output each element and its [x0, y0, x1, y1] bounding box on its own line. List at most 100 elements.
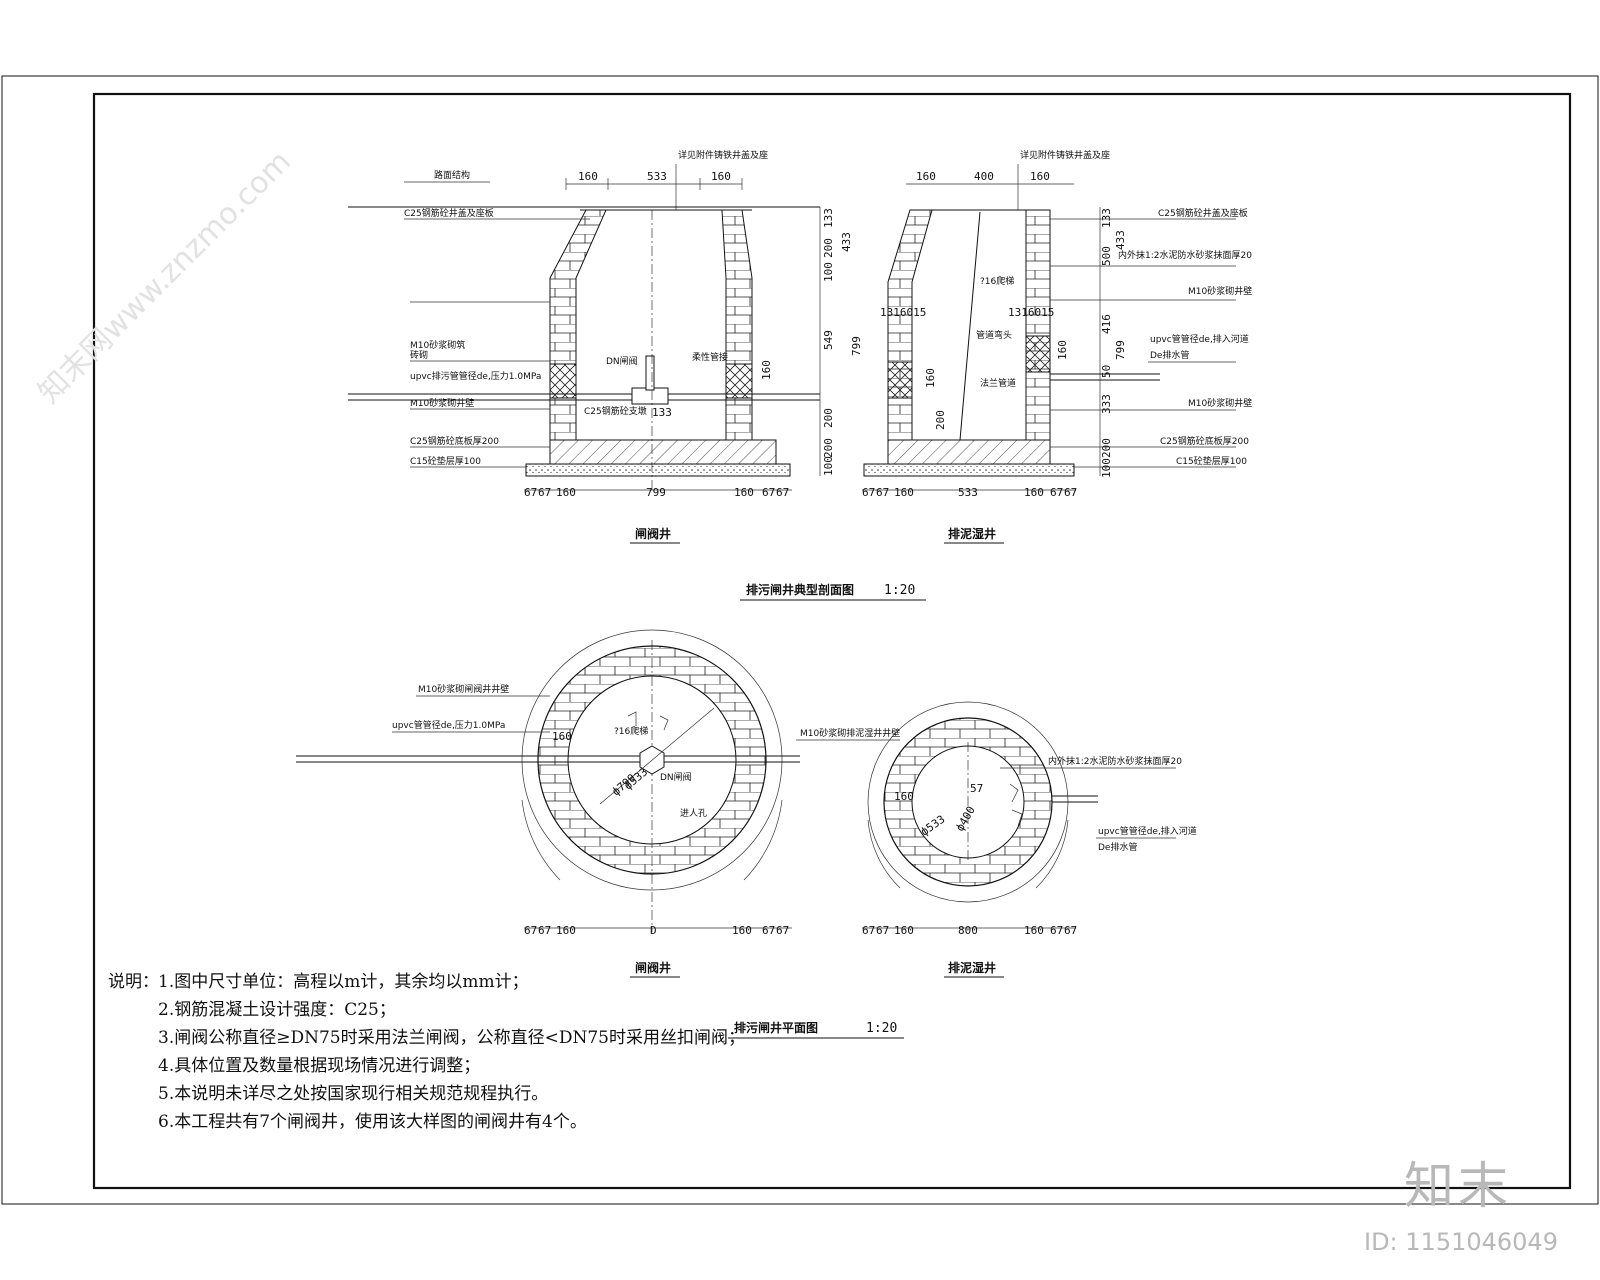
sec-mw-bdim-5: 160	[1024, 486, 1044, 499]
sec-mw-top-dim-2: 400	[974, 170, 994, 183]
plan-vw-bdim-2: 67	[538, 924, 551, 937]
sec-vw-top-dim-3: 160	[711, 170, 731, 183]
sec-mw-top-dim-3: 160	[1030, 170, 1050, 183]
sec-vw-c25-support: C25钢筋砼支墩	[584, 405, 647, 417]
sec-mw-vdim-799: 799	[1114, 340, 1127, 360]
plan-vw-caption: 闸阀井	[635, 960, 671, 975]
sec-vw-bdim-4: 799	[646, 486, 666, 499]
plan-vw-entry: 进人孔	[680, 808, 707, 819]
plan-mw-dim-57: 57	[970, 782, 983, 795]
sec-vw-vdim-200b: 200	[822, 408, 835, 428]
sec-vw-c15: C15砼垫层厚100	[410, 455, 481, 467]
plan-scale: 1:20	[866, 1021, 897, 1036]
section-title: 排污闸井典型剖面图	[746, 582, 854, 597]
sec-vw-bdim-6: 67	[762, 486, 775, 499]
plan-mud-well: M10砂浆砌排泥湿井井壁 内外抹1:2水泥防水砂浆抹面厚20 upvc管管径de…	[796, 701, 1197, 978]
plan-mw-dim-160: 160	[894, 790, 914, 803]
sec-mw-center-a: 管道弯头	[976, 329, 1012, 341]
sec-vw-vdim-200: 200	[822, 238, 835, 258]
note-item-5: 5.本说明未详尽之处按国家现行相关规范规程执行。	[158, 1084, 549, 1104]
sec-mw-center-b: 法兰管道	[980, 377, 1016, 389]
section-scale: 1:20	[884, 583, 915, 598]
plan-mw-bdim-2: 67	[876, 924, 889, 937]
plan-mw-bdim-1: 67	[862, 924, 875, 937]
sec-vw-top-dim-1: 160	[578, 170, 598, 183]
section-valve-well: 160 533 160 详见附件铸铁井盖及座 160 133 133 200 4…	[348, 149, 863, 544]
plan-mw-bdim-3: 160	[894, 924, 914, 937]
sec-vw-road: 路面结构	[434, 169, 470, 181]
sec-mw-bdim-1: 67	[862, 486, 875, 499]
plan-vw-dim-160: 160	[552, 730, 572, 743]
plan-vw-m10: M10砂浆砌闸阀井井壁	[418, 683, 509, 695]
plan-mw-pipe: upvc管管径de,排入河道	[1098, 825, 1197, 837]
sec-mw-bdim-3: 160	[894, 486, 914, 499]
plan-vw-bdim-7: 67	[776, 924, 789, 937]
sec-vw-flex: 柔性管接	[692, 351, 728, 363]
sec-mw-pipe: upvc管管径de,排入河道	[1150, 333, 1249, 345]
sec-vw-sub-133: 133	[652, 406, 672, 419]
notes-block: 说明： 1.图中尺寸单位：高程以m计，其余均以mm计； 2.钢筋混凝土设计强度：…	[108, 968, 828, 1136]
sec-mw-bdim-7: 67	[1064, 486, 1077, 499]
plan-vw-dn: DN闸阀	[660, 772, 692, 783]
sec-vw-c25-top: C25钢筋砼井盖及座板	[404, 207, 494, 219]
sec-vw-caption: 闸阀井	[635, 526, 671, 541]
plan-vw-bdim-1: 67	[524, 924, 537, 937]
sec-vw-vdim-100: 100	[822, 262, 835, 282]
note-item-2: 2.钢筋混凝土设计强度：C25；	[158, 1000, 396, 1020]
plan-mw-bdim-4: 800	[958, 924, 978, 937]
plan-vw-bdim-6: 67	[762, 924, 775, 937]
sec-vw-brick: 砖砌	[410, 349, 428, 361]
sec-mw-dim-160b: 160	[1056, 340, 1069, 360]
sec-vw-c25-base: C25钢筋砼底板厚200	[410, 435, 499, 447]
image-id: ID: 1151046049	[1364, 1228, 1558, 1256]
sec-mw-vdim-50: 50	[1100, 365, 1113, 378]
plan-mw-m10: M10砂浆砌排泥湿井井壁	[800, 727, 900, 739]
sec-vw-cover-note: 详见附件铸铁井盖及座	[678, 149, 768, 161]
sec-mw-vdim-133: 133	[1100, 208, 1113, 228]
sec-mw-vdim-500: 500	[1100, 246, 1113, 266]
sec-vw-bdim-1: 67	[524, 486, 537, 499]
note-item-1: 1.图中尺寸单位：高程以m计，其余均以mm计；	[158, 972, 529, 992]
sec-vw-vdim-100b: 100	[822, 456, 835, 476]
sec-mw-vdim-433: 433	[1114, 230, 1127, 250]
section-mud-well: 160 400 160 详见附件铸铁井盖及座 ?16爬梯 1316015 131…	[862, 149, 1252, 544]
inner-frame	[92, 92, 1572, 1190]
sec-vw-top-dim-2: 533	[647, 170, 667, 183]
sec-mw-cover-note: 详见附件铸铁井盖及座	[1020, 149, 1110, 161]
plan-mw-de: De排水管	[1098, 841, 1137, 853]
plan-mw-plaster: 内外抹1:2水泥防水砂浆抹面厚20	[1048, 755, 1182, 767]
sec-mw-rung-spec: 1316015	[1008, 306, 1054, 319]
plan-mw-bdim-7: 67	[1064, 924, 1077, 937]
sec-vw-bdim-3: 160	[556, 486, 576, 499]
sec-mw-plaster: 内外抹1:2水泥防水砂浆抹面厚20	[1118, 249, 1252, 261]
sec-mw-m10-bottom: M10砂浆砌井壁	[1188, 397, 1252, 409]
sec-mw-rung: ?16爬梯	[980, 275, 1014, 287]
plan-mw-bdim-6: 67	[1050, 924, 1063, 937]
sec-mw-vdim-416: 416	[1100, 314, 1113, 334]
sec-vw-m10-mortar: M10砂浆砌筑	[410, 339, 465, 351]
sec-vw-vdim-133: 133	[822, 208, 835, 228]
sec-vw-bdim-5: 160	[734, 486, 754, 499]
plan-vw-bdim-4: D	[650, 924, 657, 937]
sec-mw-bdim-4: 533	[958, 486, 978, 499]
plan-vw-rung: ?16爬梯	[614, 725, 648, 737]
sec-mw-dim-160: 160	[924, 368, 937, 388]
sec-mw-de: De排水管	[1150, 349, 1189, 361]
sec-mw-vdim-333: 333	[1100, 394, 1113, 414]
sec-mw-dim-200: 200	[934, 410, 947, 430]
sec-vw-vdim-433: 433	[840, 232, 853, 252]
sec-mw-rung-spec-left: 1316015	[880, 306, 926, 319]
sec-mw-bdim-6: 67	[1050, 486, 1063, 499]
plan-valve-well: M10砂浆砌闸阀井井壁 upvc管管径de,压力1.0MPa 160 ?16爬梯…	[296, 629, 800, 978]
note-item-3: 3.闸阀公称直径≥DN75时采用法兰闸阀，公称直径<DN75时采用丝扣闸阀；	[158, 1028, 745, 1048]
outer-frame	[1, 75, 1599, 1205]
sec-vw-pipe: upvc排污管管径de,压力1.0MPa	[410, 370, 541, 382]
sec-vw-bdim-2: 67	[538, 486, 551, 499]
sec-mw-vdim-100: 100	[1100, 458, 1113, 478]
note-item-4: 4.具体位置及数量根据现场情况进行调整；	[158, 1056, 481, 1076]
sec-mw-vdim-200: 200	[1100, 438, 1113, 458]
plan-mw-bdim-5: 160	[1024, 924, 1044, 937]
plan-vw-bdim-3: 160	[556, 924, 576, 937]
sec-vw-vdim-200c: 200	[822, 438, 835, 458]
sec-mw-c25-base: C25钢筋砼底板厚200	[1160, 435, 1249, 447]
